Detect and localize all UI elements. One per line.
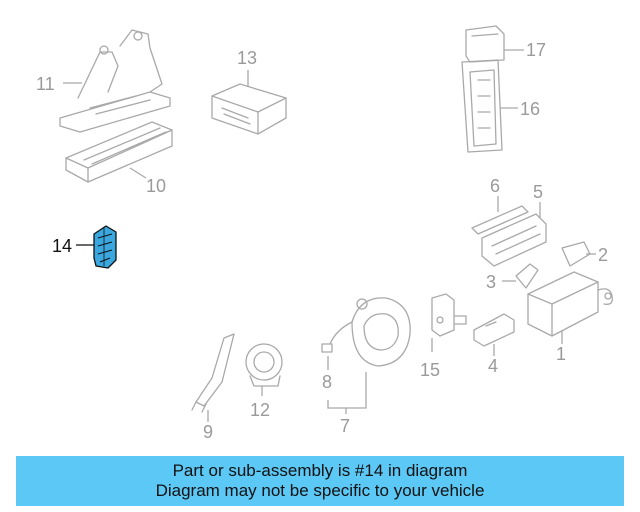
leader-10: [129, 167, 147, 179]
banner-line-2: Diagram may not be specific to your vehi…: [155, 481, 485, 500]
callout-6[interactable]: 6: [490, 176, 500, 196]
banner-line-1: Part or sub-assembly is #14 in diagram: [172, 461, 468, 480]
part-6-drawing: [471, 205, 529, 235]
callout-17[interactable]: 17: [526, 40, 546, 60]
part-11-drawing: [59, 29, 171, 133]
part-10-drawing: [65, 121, 173, 183]
part-14-drawing: [93, 225, 117, 269]
part-17-drawing: [465, 25, 505, 63]
part-12-drawing: [245, 343, 283, 387]
parts-diagram: 11 10 13 17 16 14 6: [36, 25, 613, 442]
bracket-7: [327, 400, 367, 414]
info-banner: Part or sub-assembly is #14 in diagram D…: [16, 456, 624, 506]
part-9-drawing: [191, 333, 235, 413]
callout-14[interactable]: 14: [52, 236, 72, 256]
callout-1[interactable]: 1: [556, 344, 566, 364]
callout-8[interactable]: 8: [322, 372, 332, 392]
callout-4[interactable]: 4: [488, 356, 498, 376]
part-13-drawing: [211, 83, 287, 135]
callout-9[interactable]: 9: [203, 422, 213, 442]
part-15-drawing: [431, 293, 467, 337]
callout-7[interactable]: 7: [340, 416, 350, 436]
part-3-drawing: [515, 263, 539, 289]
callout-13[interactable]: 13: [237, 48, 257, 68]
part-8-drawing: [321, 321, 353, 353]
callout-12[interactable]: 12: [250, 400, 270, 420]
part-5-drawing: [481, 213, 547, 267]
callout-16[interactable]: 16: [520, 99, 540, 119]
callout-2[interactable]: 2: [598, 245, 608, 265]
callout-5[interactable]: 5: [533, 182, 543, 202]
part-1-drawing: [527, 271, 613, 337]
part-7-drawing: [351, 297, 411, 367]
part-2-drawing: [561, 241, 591, 267]
callout-15[interactable]: 15: [420, 360, 440, 380]
part-16-drawing: [461, 59, 503, 153]
callout-10[interactable]: 10: [146, 176, 166, 196]
part-4-drawing: [473, 313, 515, 347]
callout-3[interactable]: 3: [486, 272, 496, 292]
callout-11[interactable]: 11: [36, 74, 55, 94]
